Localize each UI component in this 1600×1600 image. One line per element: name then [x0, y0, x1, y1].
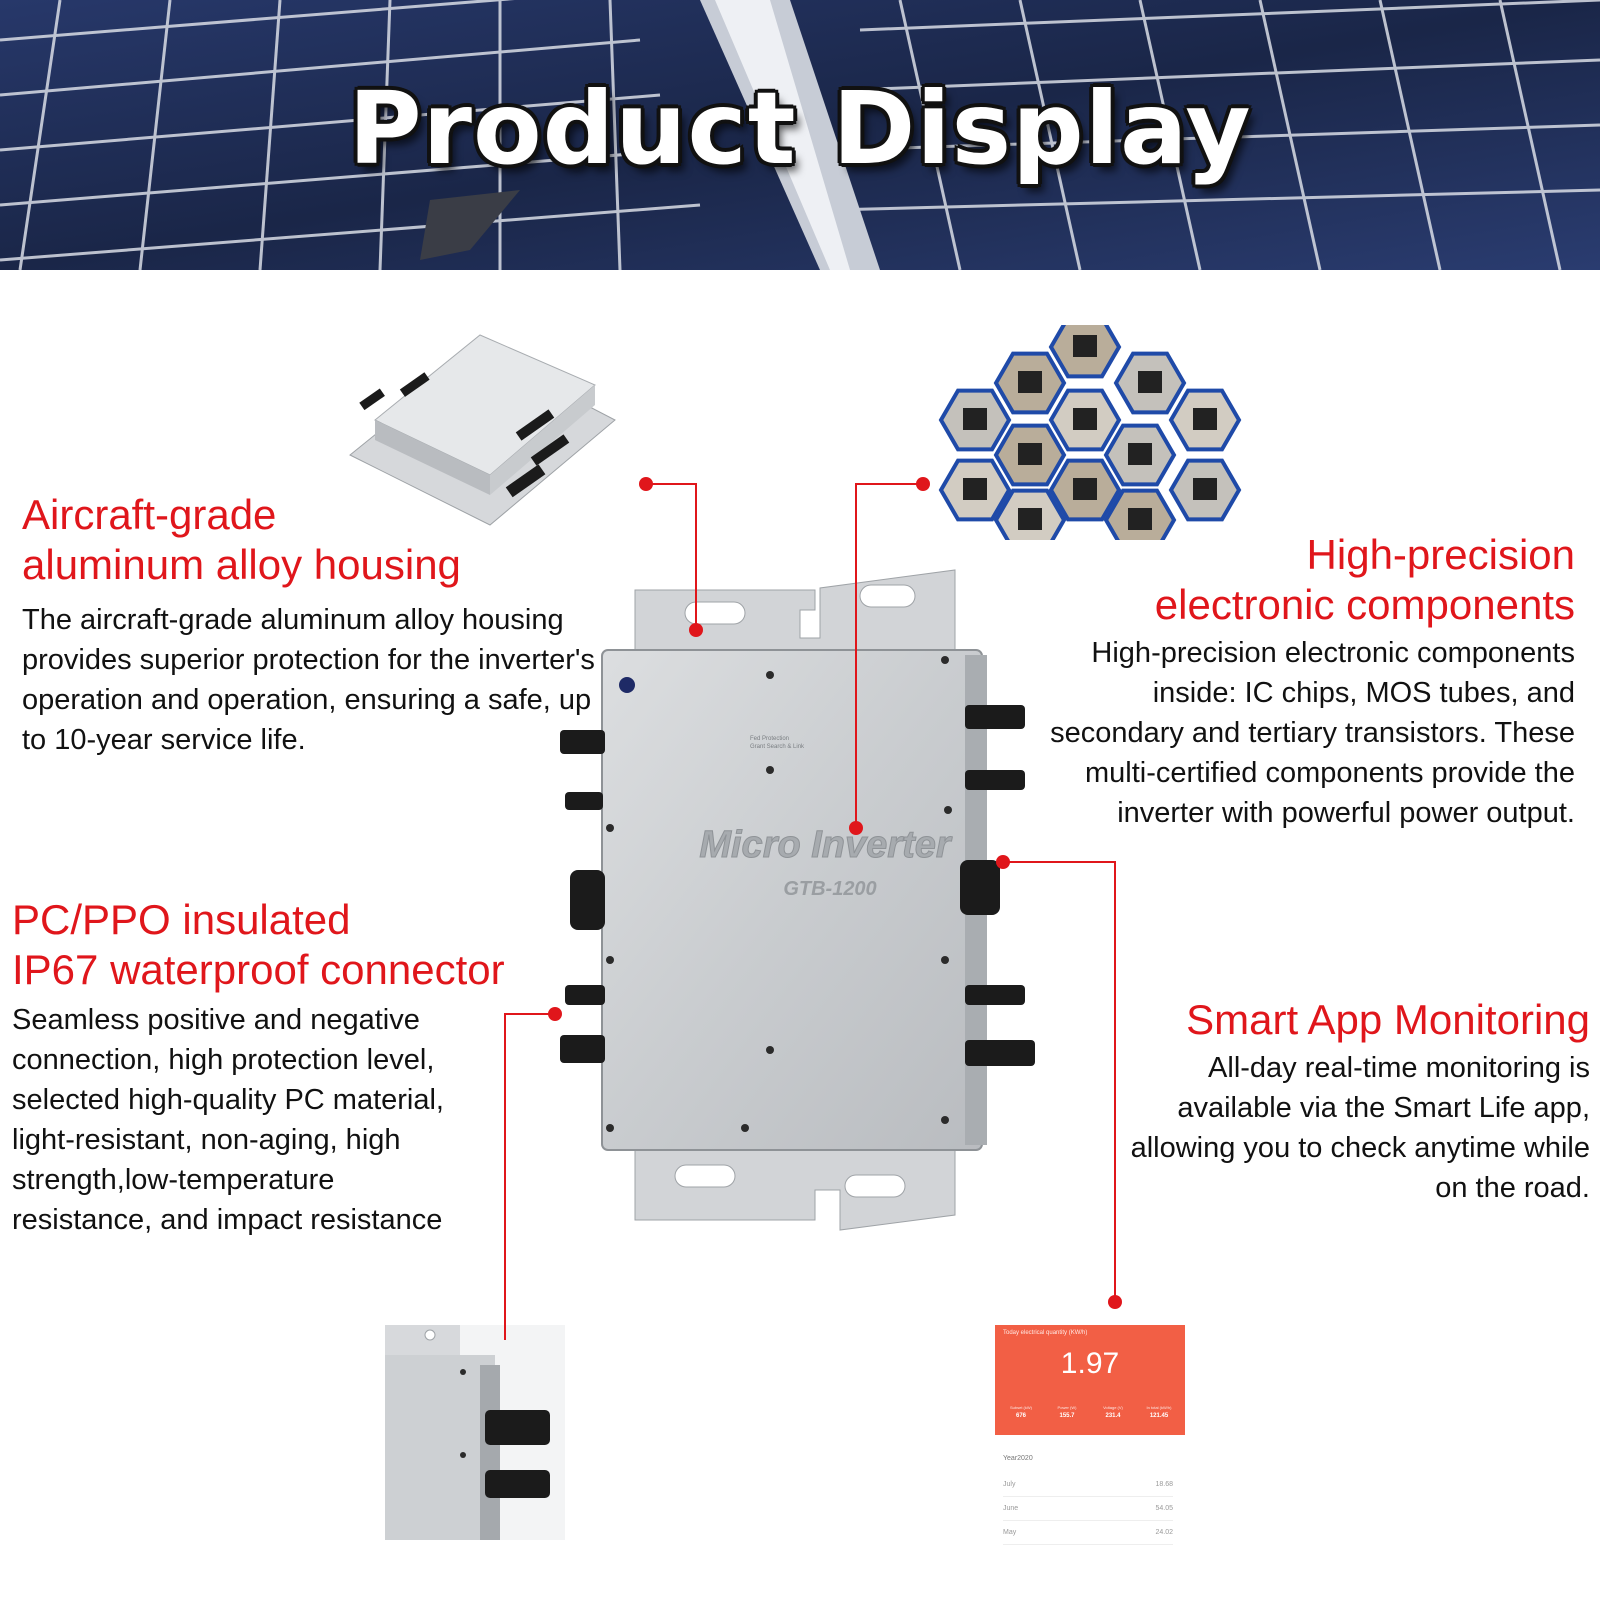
feature-connector-text: Seamless positive and negative connectio… — [12, 1004, 444, 1236]
component-chip — [1018, 443, 1042, 465]
callout-dot — [548, 1007, 562, 1021]
device-small-label-2: Grant Search & Link — [750, 744, 805, 750]
feature-components-title-line1: High-precision — [1306, 531, 1575, 578]
solar-panel-illustration — [0, 0, 1600, 270]
app-stat: Voltage (V) 231.4 — [1091, 1405, 1135, 1419]
app-stat-label: Power (W) — [1057, 1405, 1077, 1410]
feature-connector-title-line2: IP67 waterproof connector — [12, 946, 505, 993]
component-chip — [1128, 508, 1152, 530]
connector-closeup — [385, 1325, 565, 1540]
app-header-label: Today electrical quantity (KW/h) — [1003, 1330, 1088, 1336]
banner-title: Product Display — [348, 70, 1252, 187]
feature-housing-title-line1: Aircraft-grade — [22, 491, 277, 538]
app-month-row: May 24.02 — [1003, 1521, 1173, 1545]
feature-connector-title-line1: PC/PPO insulated — [12, 896, 351, 943]
app-stat: In total (kW/h) 121.45 — [1137, 1405, 1181, 1419]
device-model-label: GTB-1200 — [783, 878, 876, 900]
app-stat: Subset (kW) 676 — [999, 1405, 1043, 1419]
feature-housing-title: Aircraft-grade aluminum alloy housing — [22, 490, 602, 590]
callout-dot — [639, 477, 653, 491]
feature-app-text: All-day real-time monitoring is availabl… — [1130, 1052, 1590, 1204]
app-stat-label: In total (kW/h) — [1146, 1405, 1172, 1410]
app-stat-label: Subset (kW) — [1009, 1405, 1032, 1410]
app-stats-row: Subset (kW) 676 Power (W) 155.7 Voltage (V) 2… — [999, 1405, 1181, 1419]
component-chip — [1073, 478, 1097, 500]
component-chip — [1073, 408, 1097, 430]
device-small-label-1: Fed Protection — [750, 736, 789, 742]
component-chip — [1193, 478, 1217, 500]
feature-housing-title-line2: aluminum alloy housing — [22, 541, 461, 588]
component-chip — [1073, 335, 1097, 357]
callout-dot — [1108, 1295, 1122, 1309]
app-stat: Power (W) 155.7 — [1045, 1405, 1089, 1419]
component-chip — [963, 478, 987, 500]
app-month-value: 18.68 — [1155, 1481, 1173, 1488]
component-chip — [1138, 371, 1162, 393]
feature-housing-text: The aircraft-grade aluminum alloy housin… — [22, 604, 595, 756]
device-name-label: Micro Inverter — [699, 824, 953, 866]
app-stat-value: 155.7 — [1059, 1413, 1075, 1419]
feature-components-title: High-precision electronic components — [1030, 530, 1575, 630]
app-screenshot: Today electrical quantity (KW/h) 1.97 Su… — [995, 1325, 1185, 1550]
component-chip — [1018, 508, 1042, 530]
callout-dot — [849, 821, 863, 835]
components-honeycomb — [935, 315, 1265, 552]
feature-components-title-line2: electronic components — [1154, 581, 1575, 628]
component-chip — [1193, 408, 1217, 430]
app-energy-value: 1.97 — [1060, 1347, 1120, 1380]
app-year-label: Year2020 — [1003, 1455, 1033, 1462]
housing-thumbnail — [330, 325, 630, 535]
app-month-row: July 18.68 — [1003, 1473, 1173, 1497]
micro-inverter-device: Micro Inverter GTB-1200 Fed Protection G… — [560, 560, 1070, 1260]
banner — [0, 0, 1600, 270]
callout-dot — [996, 855, 1010, 869]
component-chip — [963, 408, 987, 430]
app-month-value: 54.05 — [1155, 1505, 1173, 1512]
component-chip — [1128, 443, 1152, 465]
app-month-name: July — [1003, 1481, 1016, 1488]
feature-app-title: Smart App Monitoring — [1186, 996, 1590, 1043]
app-month-name: June — [1003, 1505, 1019, 1512]
app-header-panel: Today electrical quantity (KW/h) 1.97 Su… — [995, 1325, 1185, 1435]
component-chip — [1018, 371, 1042, 393]
app-month-row: June 54.05 — [1003, 1497, 1173, 1521]
callout-dot — [689, 623, 703, 637]
app-stat-value: 231.4 — [1105, 1413, 1121, 1419]
app-month-name: May — [1003, 1529, 1017, 1536]
feature-connector-title: PC/PPO insulated IP67 waterproof connect… — [12, 895, 592, 995]
feature-components-text: High-precision electronic components ins… — [1050, 637, 1575, 829]
app-stat-label: Voltage (V) — [1103, 1405, 1123, 1410]
app-stat-value: 121.45 — [1149, 1413, 1169, 1419]
app-month-value: 24.02 — [1155, 1529, 1173, 1536]
callout-dot — [916, 477, 930, 491]
app-stat-value: 676 — [1015, 1413, 1026, 1419]
